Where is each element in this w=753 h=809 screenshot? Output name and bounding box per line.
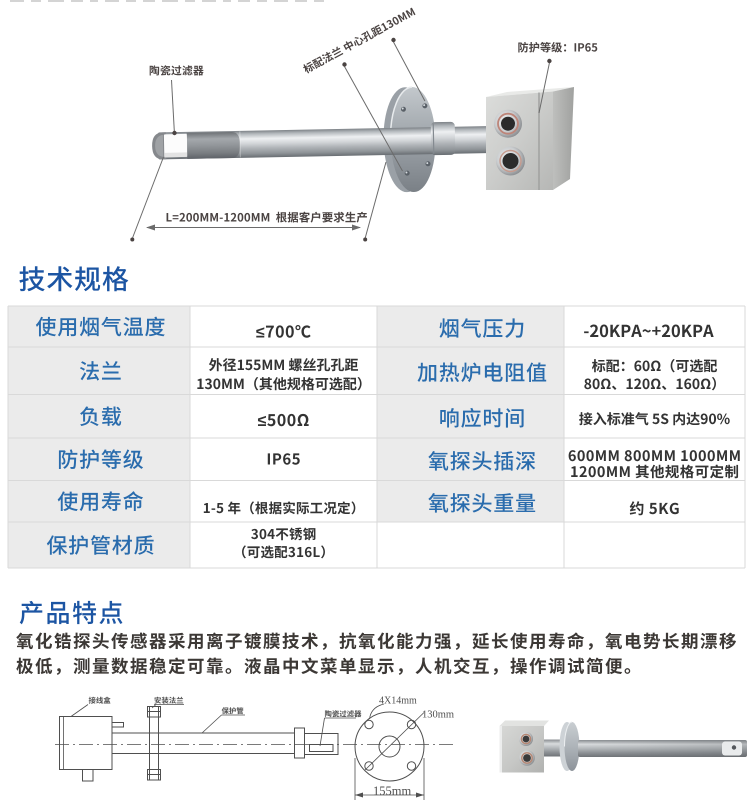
svg-text:155mm: 155mm (373, 784, 411, 798)
svg-text:130mm: 130mm (422, 710, 454, 721)
svg-text:4X14mm: 4X14mm (379, 696, 417, 707)
